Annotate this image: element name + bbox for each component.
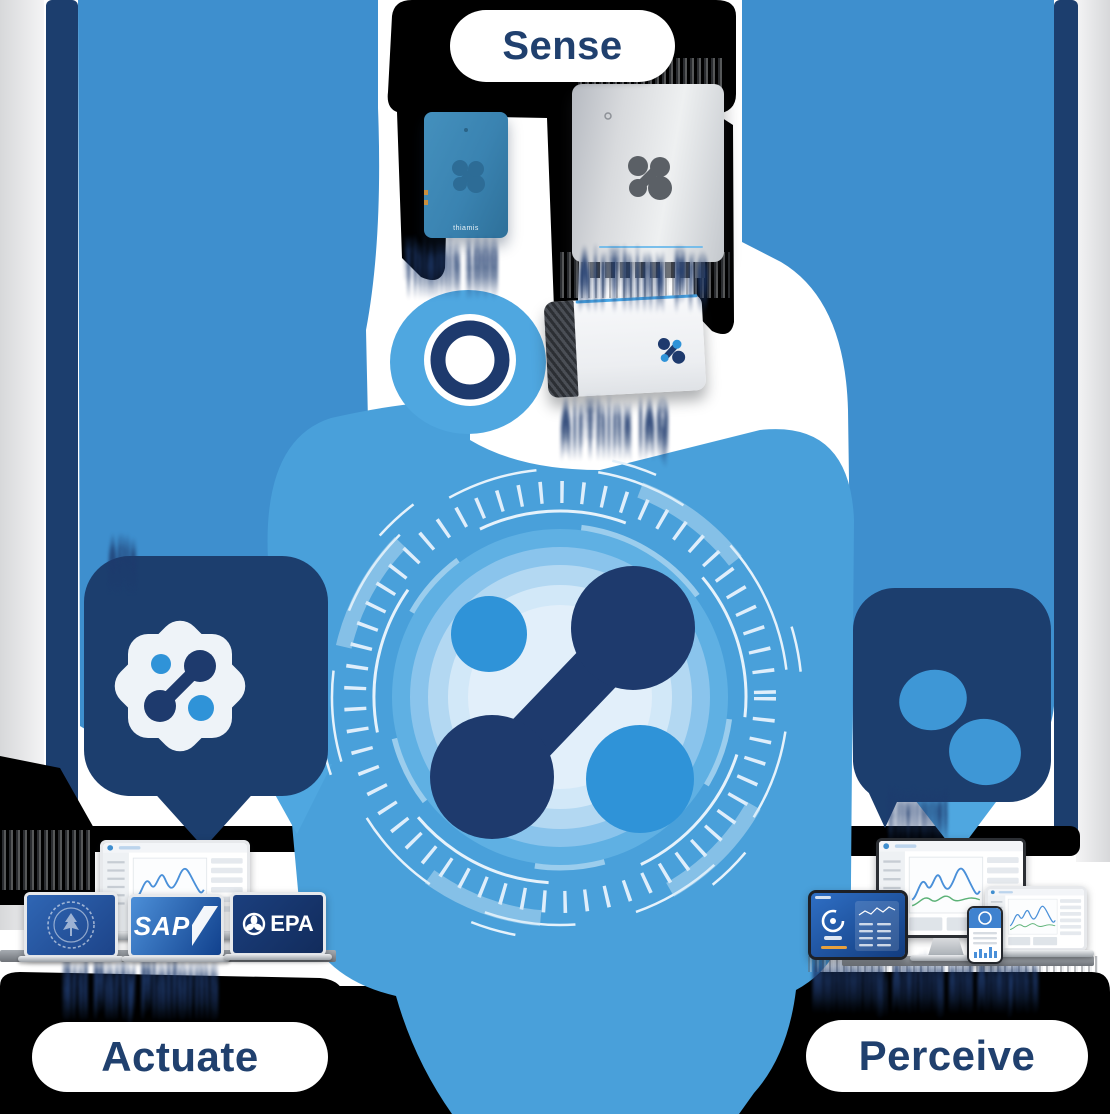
right-gray-strip — [1076, 0, 1110, 862]
blue-device-caption: Thiamis 1000 — [404, 242, 499, 279]
phone-dashboard — [969, 908, 1001, 962]
sense-pill: Sense — [450, 10, 675, 82]
laptop-base — [122, 956, 230, 962]
tablet-dashboard — [811, 893, 905, 957]
left-arrowhead-icon — [150, 788, 258, 848]
monitor-base — [910, 955, 980, 961]
perceive-label: Perceive — [858, 1032, 1036, 1079]
sap-logo: SAP — [133, 910, 191, 941]
white-device-caption: AirThinx IAQ — [560, 404, 670, 440]
left-navy-band — [46, 0, 78, 872]
airthinx-iaq-device — [543, 293, 707, 399]
laptop-base — [976, 950, 1094, 957]
streak-artifact — [2, 830, 92, 890]
phone-screen — [967, 906, 1003, 964]
right-navy-band — [1054, 0, 1078, 846]
laptop-base — [224, 954, 332, 960]
silver-device-caption: AirThinx Pro — [578, 250, 711, 293]
gear-icon — [114, 620, 246, 752]
us-great-seal-icon — [47, 901, 95, 949]
perceive-pill: Perceive — [806, 1020, 1088, 1092]
actuate-pill: Actuate — [32, 1022, 328, 1092]
vent-grille — [543, 300, 579, 399]
netronix-logo — [430, 566, 695, 839]
actuate-label: Actuate — [101, 1033, 259, 1080]
environet-cloud-icon — [853, 588, 1051, 802]
environet-caption: Environet — [888, 791, 948, 824]
silver-device-logo-icon — [604, 112, 672, 200]
epa-screen: EPA — [230, 892, 326, 956]
tablet-screen — [808, 890, 908, 960]
connector-pins — [590, 262, 708, 278]
sap-slash-icon — [192, 906, 219, 946]
right-blue-mass — [742, 0, 1054, 782]
black-blob-top — [387, 0, 736, 334]
api-caption: APIs — [108, 539, 137, 572]
gear-node — [84, 556, 328, 796]
epa-logo: EPA — [270, 911, 314, 936]
third-party-platforms-caption: 3rd Party Platforms — [62, 961, 219, 1001]
thiamis-brand-label: thiamis — [453, 225, 479, 232]
airthinx-pro-device — [572, 84, 724, 262]
thiamis-logo-icon — [424, 128, 485, 205]
white-device-logo-icon — [657, 337, 686, 364]
laptop-base — [18, 956, 124, 962]
epa-flower-icon — [242, 912, 266, 936]
monitor-stand — [928, 938, 964, 956]
sense-label: Sense — [502, 23, 623, 68]
sync-ring-icon — [390, 290, 546, 434]
thiamis-1000-device: thiamis — [424, 112, 508, 238]
us-seal-screen — [24, 892, 118, 958]
gauge-ring — [316, 453, 804, 941]
sap-screen: SAP — [128, 894, 224, 958]
